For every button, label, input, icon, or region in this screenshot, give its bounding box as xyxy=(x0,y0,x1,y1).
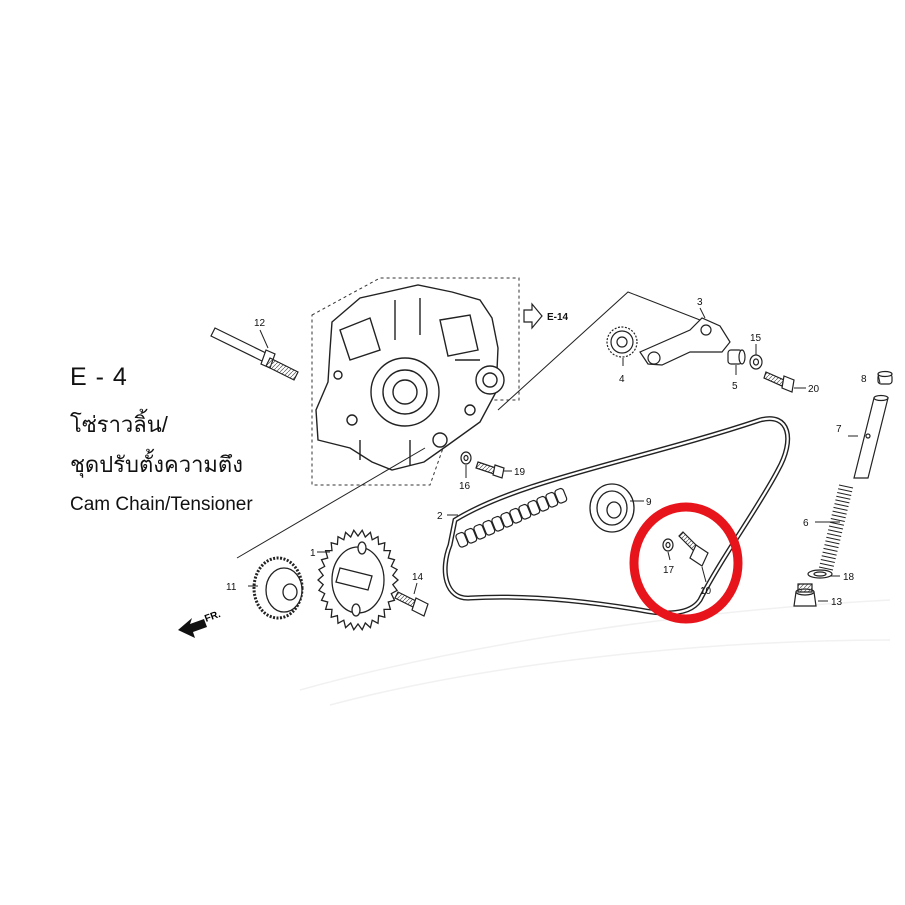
title-block: E - 4 โซ่ราวลิ้น/ ชุดปรับตั้งความตึง Cam… xyxy=(70,362,253,518)
sprocket-bolt xyxy=(394,591,429,617)
part-label-12: 12 xyxy=(254,318,266,329)
tensioner-spring xyxy=(818,484,854,571)
chain-links xyxy=(455,487,568,548)
section-code: E - 4 xyxy=(70,363,128,391)
chain-link xyxy=(536,495,550,512)
shaft-bolt xyxy=(210,327,299,381)
tensioner-bolt xyxy=(678,531,709,567)
part-label-11: 11 xyxy=(226,582,237,593)
part-label-8: 8 xyxy=(861,374,867,385)
part-label-6: 6 xyxy=(803,518,809,529)
crankcase-to-sprocket-leader xyxy=(236,447,426,559)
tensioner-arm xyxy=(639,317,731,366)
reference-label: E-14 xyxy=(547,312,569,323)
chain-guide-wheel xyxy=(589,483,635,533)
chain-link xyxy=(509,507,523,524)
chain-link xyxy=(554,487,568,504)
flange-bolt-middle xyxy=(475,461,505,479)
part-label-9: 9 xyxy=(646,497,652,508)
cam-chain xyxy=(442,416,791,616)
washer-upper xyxy=(749,354,763,370)
chain-link xyxy=(527,499,541,516)
front-direction-arrow: FR. xyxy=(178,609,222,638)
guide-roller xyxy=(606,326,638,358)
part-label-7: 7 xyxy=(836,424,842,435)
chain-link xyxy=(545,491,559,508)
crankcase xyxy=(315,284,505,471)
crankcase-to-tensioner-leader xyxy=(497,291,701,411)
part-label-18: 18 xyxy=(843,572,855,583)
chain-link xyxy=(482,519,496,536)
chain-link xyxy=(500,511,514,528)
washer-lower xyxy=(662,538,674,552)
part-label-3: 3 xyxy=(697,297,703,308)
part-label-14: 14 xyxy=(412,572,424,583)
part-label-19: 19 xyxy=(514,467,526,478)
highlight-circle xyxy=(629,502,743,624)
front-direction-label: FR. xyxy=(203,609,222,625)
tensioner-lifter-body xyxy=(853,394,889,479)
part-label-17: 17 xyxy=(663,565,675,576)
part-label-5: 5 xyxy=(732,381,738,392)
part-label-16: 16 xyxy=(459,481,471,492)
sealing-bolt xyxy=(793,583,817,607)
spring-coils xyxy=(818,484,854,571)
part-label-20: 20 xyxy=(808,384,820,395)
cam-sprocket xyxy=(317,529,399,631)
sealing-washer xyxy=(807,569,833,579)
chain-link xyxy=(473,523,487,540)
title-thai-line1: โซ่ราวลิ้น/ xyxy=(70,412,168,437)
part-label-4: 4 xyxy=(619,374,625,385)
chain-link xyxy=(455,531,469,548)
part-number-labels: 1 2 3 4 5 6 7 8 9 10 11 12 13 14 15 16 1… xyxy=(226,297,867,608)
washer-middle xyxy=(460,451,472,465)
watermark-lines xyxy=(299,599,891,706)
leader-lines xyxy=(248,307,881,602)
part-label-13: 13 xyxy=(831,597,843,608)
part-label-1: 1 xyxy=(310,548,316,559)
part-label-15: 15 xyxy=(750,333,762,344)
chain-link xyxy=(491,515,505,532)
part-label-10: 10 xyxy=(700,586,712,597)
flange-bolt-upper xyxy=(763,371,795,393)
chain-link xyxy=(518,503,532,520)
part-label-2: 2 xyxy=(437,511,443,522)
reference-arrow: E-14 xyxy=(523,302,569,330)
timing-gear xyxy=(252,556,304,620)
collar xyxy=(727,349,746,365)
title-thai-line2: ชุดปรับตั้งความตึง xyxy=(70,452,243,477)
title-english: Cam Chain/Tensioner xyxy=(70,494,253,515)
chain-link xyxy=(464,527,478,544)
